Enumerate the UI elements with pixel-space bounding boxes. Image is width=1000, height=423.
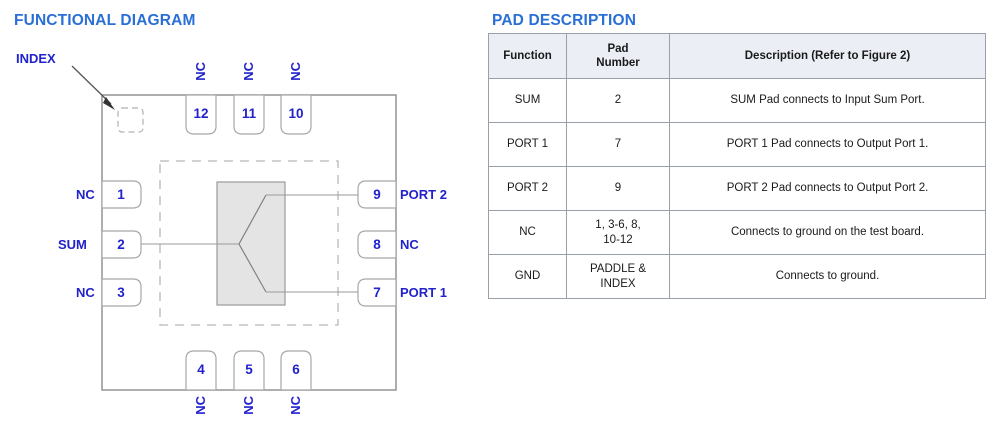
table-row: SUM 2 SUM Pad connects to Input Sum Port…: [488, 78, 986, 123]
pad-shape-8: [357, 230, 397, 259]
cell-pad-number-line2: INDEX: [600, 277, 636, 290]
pad-shape-12: [185, 94, 217, 135]
table-row: PORT 2 9 PORT 2 Pad connects to Output P…: [488, 166, 986, 211]
cell-pad-number-line1: 1, 3-6, 8,: [595, 219, 641, 232]
cell-pad-number-line2: 10-12: [603, 233, 633, 246]
cell-pad-number: PADDLE & INDEX: [566, 254, 670, 299]
table-body: SUM 2 SUM Pad connects to Input Sum Port…: [488, 78, 986, 299]
pin-label-8: NC: [400, 237, 419, 252]
pin-label-9: PORT 2: [400, 187, 447, 202]
functional-diagram-panel: FUNCTIONAL DIAGRAM: [0, 0, 480, 423]
pin-label-12: NC: [193, 62, 208, 81]
cell-function: PORT 1: [488, 122, 567, 167]
index-arrow-head: [103, 97, 115, 110]
pin-number-7: 7: [373, 285, 381, 300]
pin-number-4: 4: [197, 362, 205, 377]
cell-function: GND: [488, 254, 567, 299]
cell-description: Connects to ground on the test board.: [669, 210, 986, 255]
pad-shape-1: [101, 180, 142, 209]
index-arrow-line: [71, 65, 112, 105]
cell-pad-number-line1: PADDLE &: [589, 263, 647, 276]
cell-pad-number-line1: 7: [614, 138, 622, 151]
pad-description-panel: PAD DESCRIPTION Function Pad Number Desc…: [480, 0, 1000, 423]
pad-shape-9: [357, 180, 397, 209]
pin-label-5: NC: [241, 396, 256, 415]
column-header-pad-number-line2: Number: [596, 57, 640, 69]
table-row: NC 1, 3-6, 8, 10-12 Connects to ground o…: [488, 210, 986, 255]
package-diagram-svg: [71, 65, 397, 391]
index-marker-square: [117, 107, 144, 133]
pin-label-10: NC: [288, 62, 303, 81]
column-header-description: Description (Refer to Figure 2): [669, 33, 986, 79]
pad-shape-4: [185, 350, 217, 391]
pin-number-11: 11: [241, 106, 257, 121]
pad-description-heading: PAD DESCRIPTION: [492, 12, 637, 29]
table-header: Function Pad Number Description (Refer t…: [488, 33, 986, 79]
cell-description: PORT 2 Pad connects to Output Port 2.: [669, 166, 986, 211]
pad-shape-10: [280, 94, 312, 135]
index-label: INDEX: [16, 51, 56, 66]
cell-function: PORT 2: [488, 166, 567, 211]
pad-shape-2: [101, 230, 142, 259]
column-header-pad-number-line1: Pad: [607, 42, 629, 55]
package-diagram: INDEX NC SUM NC 1 2 3 PORT 2 NC PORT 1 9…: [0, 0, 480, 423]
pad-shape-7: [357, 278, 397, 307]
pin-number-8: 8: [373, 237, 381, 252]
cell-pad-number-line1: 9: [614, 182, 622, 195]
pad-description-table: Function Pad Number Description (Refer t…: [488, 33, 986, 299]
cell-function: NC: [488, 210, 567, 255]
pin-number-6: 6: [292, 362, 300, 377]
pin-label-3: NC: [76, 285, 95, 300]
cell-description: SUM Pad connects to Input Sum Port.: [669, 78, 986, 123]
cell-pad-number-line1: 2: [614, 94, 622, 107]
cell-pad-number: 7: [566, 122, 670, 167]
cell-pad-number: 9: [566, 166, 670, 211]
cell-function: SUM: [488, 78, 567, 123]
pin-number-12: 12: [193, 106, 209, 121]
pad-shape-11: [233, 94, 265, 135]
pin-label-7: PORT 1: [400, 285, 447, 300]
cell-description: PORT 1 Pad connects to Output Port 1.: [669, 122, 986, 167]
cell-pad-number: 1, 3-6, 8, 10-12: [566, 210, 670, 255]
pin-label-2: SUM: [58, 237, 87, 252]
pad-shape-5: [233, 350, 265, 391]
column-header-function: Function: [488, 33, 567, 79]
table-row: PORT 1 7 PORT 1 Pad connects to Output P…: [488, 122, 986, 167]
functional-diagram-heading: FUNCTIONAL DIAGRAM: [14, 12, 196, 29]
pin-number-9: 9: [373, 187, 381, 202]
pin-number-5: 5: [245, 362, 253, 377]
pad-shape-6: [280, 350, 312, 391]
table-row: GND PADDLE & INDEX Connects to ground.: [488, 254, 986, 299]
pin-number-3: 3: [117, 285, 125, 300]
pin-number-1: 1: [117, 187, 125, 202]
column-header-pad-number: Pad Number: [566, 33, 670, 79]
pin-label-1: NC: [76, 187, 95, 202]
cell-description: Connects to ground.: [669, 254, 986, 299]
pin-number-2: 2: [117, 237, 125, 252]
paddle-dashed-outline: [159, 160, 339, 326]
table-header-row: Function Pad Number Description (Refer t…: [488, 33, 986, 79]
pin-label-11: NC: [241, 62, 256, 81]
pin-label-6: NC: [288, 396, 303, 415]
pad-shape-3: [101, 278, 142, 307]
pin-label-4: NC: [193, 396, 208, 415]
pin-number-10: 10: [288, 106, 304, 121]
cell-pad-number: 2: [566, 78, 670, 123]
